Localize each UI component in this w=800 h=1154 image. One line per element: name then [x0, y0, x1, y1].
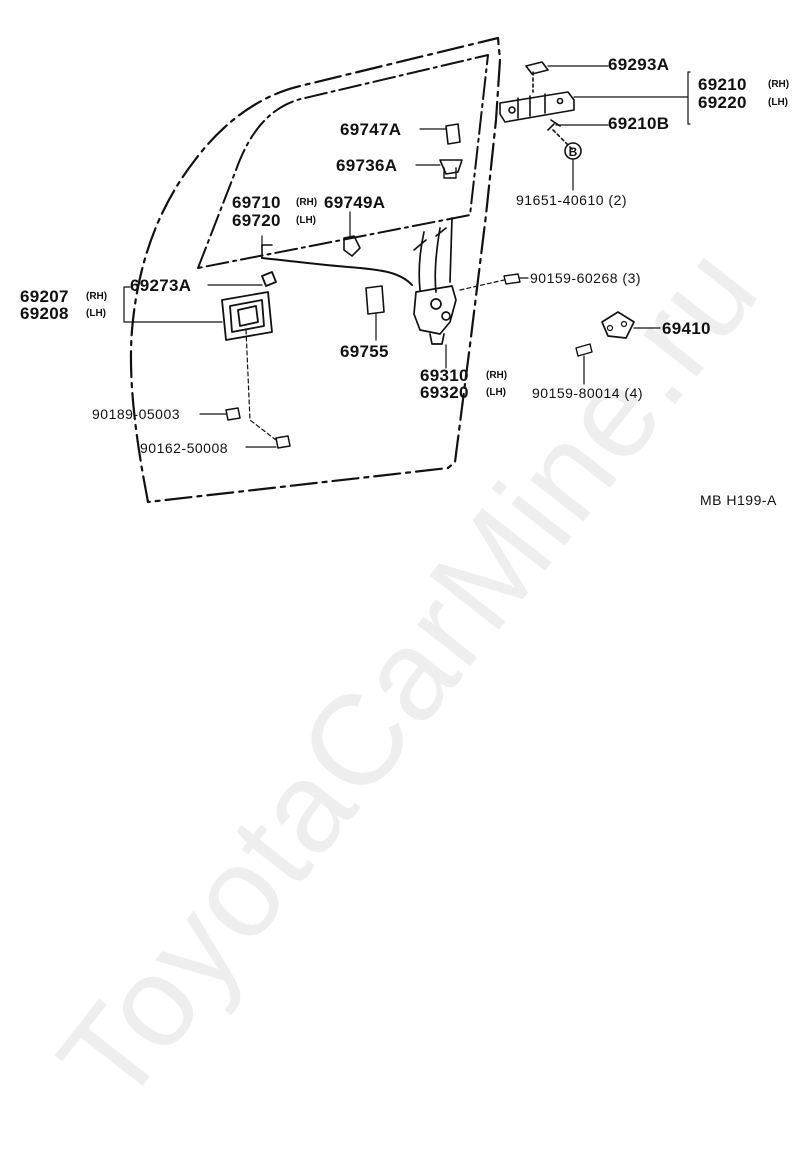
label-69710-rh: (RH): [296, 197, 318, 208]
clip-69747a: [445, 123, 461, 145]
lock-rod: [261, 257, 413, 286]
label-90159-60268: 90159-60268 (3): [530, 270, 642, 286]
callout-b-letter: B: [569, 145, 578, 159]
label-69410: 69410: [662, 319, 711, 338]
label-69310-rh: (RH): [486, 370, 508, 381]
label-69207: 69207: [20, 287, 69, 306]
label-69749a: 69749A: [324, 193, 386, 212]
label-69220-lh: (LH): [768, 97, 788, 108]
label-69208: 69208: [20, 304, 69, 323]
label-69293a: 69293A: [608, 55, 670, 74]
label-69208-lh: (LH): [86, 308, 106, 319]
clip-90189: [225, 407, 241, 421]
leader-lines: [123, 65, 691, 448]
label-91651: 91651-40610 (2): [516, 192, 628, 208]
label-90162-50008: 90162-50008: [140, 440, 229, 456]
label-69210-rh: (RH): [768, 79, 790, 90]
label-69210b: 69210B: [608, 114, 670, 133]
upper-hinge: [499, 61, 575, 151]
diagram-code: MB H199-A: [700, 492, 777, 508]
screw-80014: [575, 343, 593, 357]
label-69747a: 69747A: [340, 120, 402, 139]
label-69320: 69320: [420, 383, 469, 402]
door-lock: [413, 217, 457, 345]
screw-90162: [275, 435, 291, 449]
label-69720-lh: (LH): [296, 215, 316, 226]
label-90189-05003: 90189-05003: [92, 406, 181, 422]
label-69710: 69710: [232, 193, 281, 212]
label-69310: 69310: [420, 366, 469, 385]
striker-69410: [601, 311, 635, 339]
screw-60268: [503, 273, 521, 285]
inside-handle: [221, 271, 277, 341]
label-69273a: 69273A: [130, 276, 192, 295]
label-69220: 69220: [698, 93, 747, 112]
label-90159-80014: 90159-80014 (4): [532, 385, 644, 401]
door-outline: [129, 36, 502, 504]
label-69320-lh: (LH): [486, 387, 506, 398]
rod-clip-69749a: [343, 235, 361, 257]
label-69736a: 69736A: [336, 156, 398, 175]
label-69207-rh: (RH): [86, 291, 108, 302]
label-69755: 69755: [340, 342, 389, 361]
window-frame: [197, 54, 489, 269]
pad-69755: [365, 285, 385, 315]
label-69720: 69720: [232, 211, 281, 230]
label-69210: 69210: [698, 75, 747, 94]
